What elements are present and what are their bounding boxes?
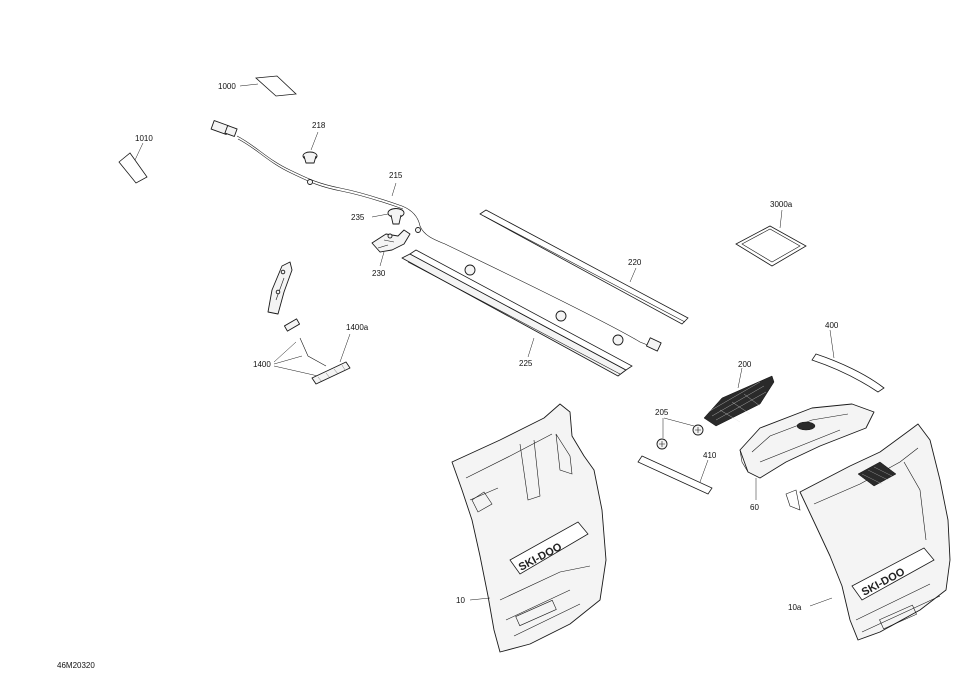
callout-225: 225 <box>519 359 533 368</box>
part-218-grommet[interactable]: 218 <box>302 121 326 164</box>
part-3000a-card[interactable]: 3000a <box>735 200 807 267</box>
callout-410: 410 <box>703 451 717 460</box>
callout-230: 230 <box>372 269 386 278</box>
callout-60: 60 <box>750 503 759 512</box>
part-60-console[interactable]: 60 <box>739 403 875 512</box>
part-200-grille[interactable]: 200 <box>703 360 775 427</box>
callout-205: 205 <box>655 408 669 417</box>
callout-1400: 1400 <box>253 360 271 369</box>
callout-220: 220 <box>628 258 642 267</box>
callout-215: 215 <box>389 171 403 180</box>
callout-1010: 1010 <box>135 134 153 143</box>
part-220-strip[interactable]: 220 <box>479 209 689 325</box>
part-1400a-grip[interactable]: 1400a <box>311 323 369 385</box>
part-225-rail[interactable]: 225 <box>401 249 633 377</box>
part-215-harness[interactable]: 215 <box>210 120 662 352</box>
part-1010-decal[interactable]: 1010 <box>118 134 153 184</box>
part-1000-decal[interactable]: 1000 <box>218 75 297 97</box>
callout-200: 200 <box>738 360 752 369</box>
callout-10: 10 <box>456 596 465 605</box>
part-400-trim[interactable]: 400 <box>811 321 885 393</box>
part-230-bracket[interactable]: 230 <box>371 229 411 278</box>
part-205-screws[interactable]: 205 <box>655 408 704 450</box>
part-10-side-panel[interactable]: SKI-DOO 10 <box>451 403 607 653</box>
callout-1400a: 1400a <box>346 323 369 332</box>
part-10a-side-panel[interactable]: SKI-DOO 10a <box>785 423 951 641</box>
callout-235: 235 <box>351 213 365 222</box>
callout-400: 400 <box>825 321 839 330</box>
callout-1000: 1000 <box>218 82 236 91</box>
drawing-number: 46M20320 <box>57 661 95 670</box>
callout-218: 218 <box>312 121 326 130</box>
part-1400-lever[interactable]: 1400 <box>253 261 327 377</box>
callout-3000a: 3000a <box>770 200 793 209</box>
part-410-trim[interactable]: 410 <box>637 451 717 495</box>
callout-10a: 10a <box>788 603 802 612</box>
part-235-clip[interactable]: 235 <box>351 208 405 225</box>
